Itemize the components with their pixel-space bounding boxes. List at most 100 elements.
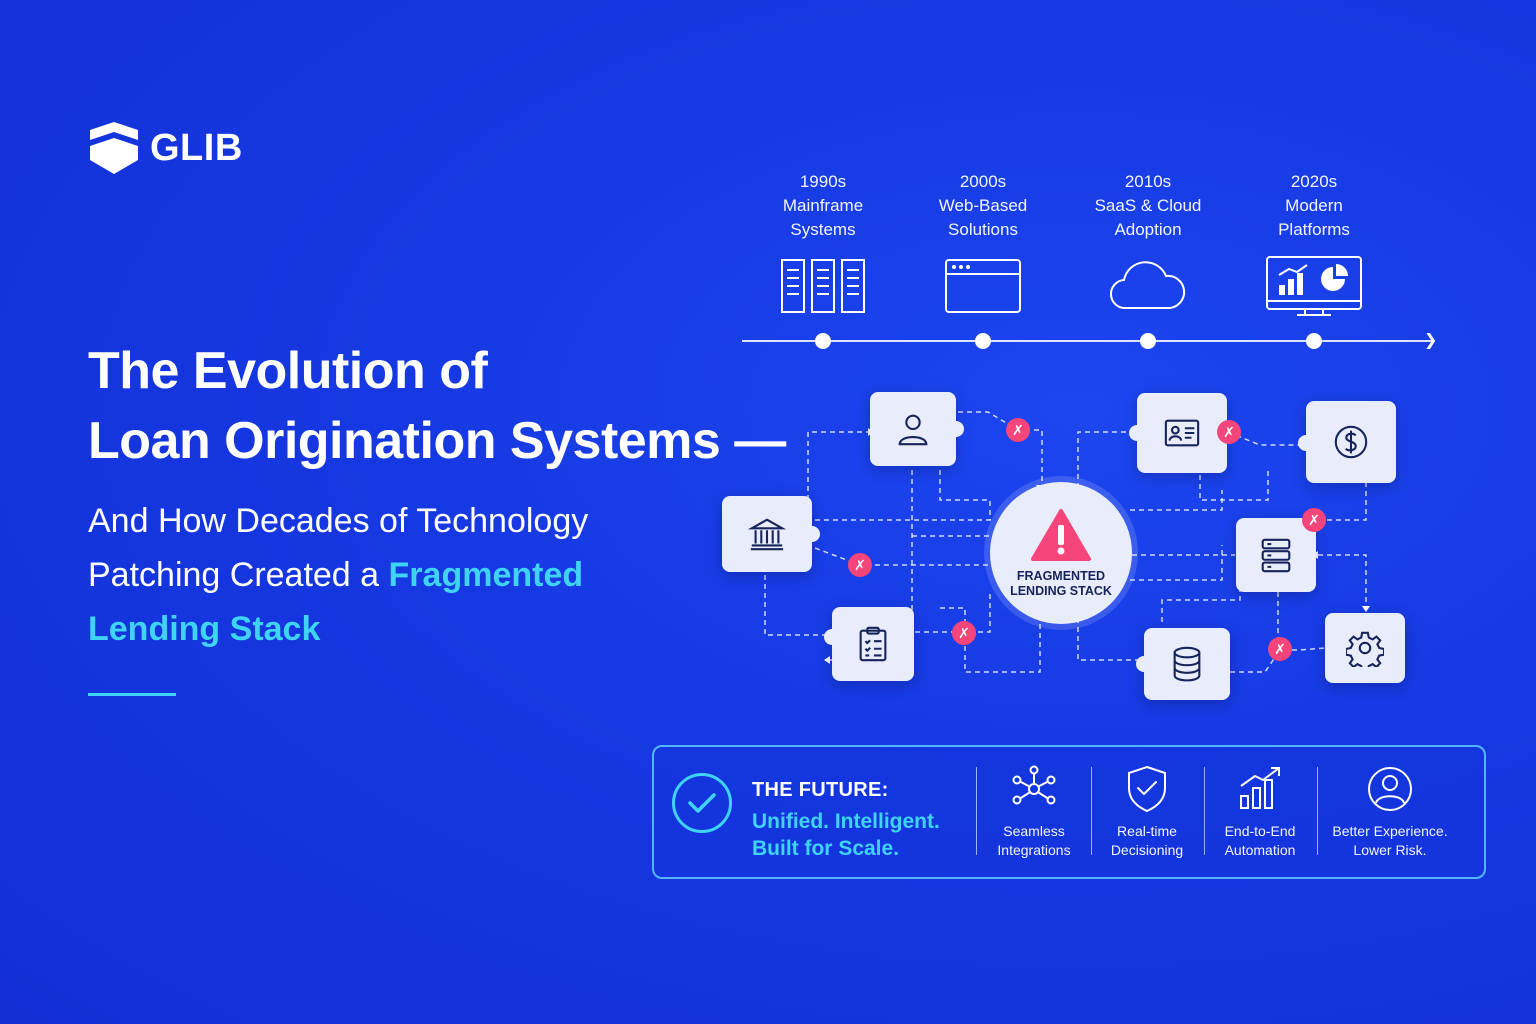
tile-user (870, 392, 964, 466)
server-racks-icon (781, 259, 865, 313)
gear-icon (1346, 631, 1384, 667)
panel-divider (976, 767, 977, 855)
era-label: Mainframe (782, 196, 864, 215)
page-title: The Evolution of Loan Origination System… (88, 336, 786, 476)
clipboard-icon (859, 626, 887, 662)
tile-bank (722, 496, 820, 572)
hub-label-line-1: FRAGMENTED (1016, 569, 1106, 583)
puzzle-knob (824, 629, 840, 645)
subtitle-line-2: Patching Created a Fragmented (88, 548, 588, 602)
hub-label-line-2: LENDING STACK (1010, 584, 1112, 598)
puzzle-knob (1298, 435, 1314, 451)
shield-check-icon (1128, 765, 1166, 813)
panel-divider (1091, 767, 1092, 855)
puzzle-knob (948, 421, 964, 437)
future-heading: THE FUTURE: (752, 779, 889, 801)
era-label: Modern (1285, 196, 1343, 215)
user-circle-icon (1368, 767, 1412, 811)
timeline-dot (975, 333, 991, 349)
broken-link-icon: ✗ (952, 621, 976, 645)
subtitle-line-1: And How Decades of Technology (88, 502, 589, 540)
era-label: Web-Based (938, 196, 1028, 215)
feature-label-line-2: Decisioning (1110, 842, 1184, 858)
future-tagline: Unified. Intelligent. Built for Scale. (752, 808, 940, 862)
feature-label-line-1: Seamless (1003, 823, 1065, 839)
feature-label-line-2: Integrations (997, 842, 1071, 858)
shield-logo-icon (90, 122, 138, 174)
era-label: Adoption (1114, 220, 1182, 239)
era-2010s: 2010s SaaS & Cloud Adoption (1068, 170, 1228, 242)
panel-divider (1317, 767, 1318, 855)
feature-label-line-1: Better Experience. (1332, 823, 1448, 839)
feature-label-line-2: Lower Risk. (1353, 842, 1427, 858)
cloud-icon (1109, 261, 1186, 310)
era-decade: 2010s (1124, 172, 1172, 191)
era-label: Platforms (1278, 220, 1350, 239)
subtitle-prefix: Patching Created a (88, 556, 389, 594)
database-icon (1173, 646, 1201, 682)
broken-link-icon: ✗ (1217, 420, 1241, 444)
accent-divider (88, 693, 176, 696)
future-panel (652, 745, 1486, 879)
title-line-1: The Evolution of (88, 342, 488, 400)
dashboard-icon (1266, 256, 1362, 316)
tile-dollar (1298, 401, 1396, 483)
network-icon (1012, 765, 1056, 805)
era-label: SaaS & Cloud (1094, 196, 1202, 215)
feature-better-experience: Better Experience. Lower Risk. (1325, 764, 1455, 860)
feature-label-line-2: Automation (1224, 842, 1296, 858)
era-2020s: 2020s Modern Platforms (1234, 170, 1394, 242)
feature-label: End-to-End Automation (1195, 822, 1325, 860)
tile-gear (1325, 613, 1405, 683)
tile-database (1136, 628, 1230, 700)
timeline-dot (815, 333, 831, 349)
browser-window-icon (945, 259, 1021, 313)
subtitle-highlight-2: Lending Stack (88, 610, 321, 648)
era-label: Systems (790, 220, 856, 239)
brand-logo: GLIB (88, 120, 243, 176)
user-icon (898, 414, 928, 446)
tile-clipboard (824, 607, 914, 681)
era-1990s: 1990s Mainframe Systems (743, 170, 903, 242)
bank-icon (748, 518, 786, 551)
era-decade: 1990s (799, 172, 847, 191)
puzzle-knob (1129, 425, 1145, 441)
page-subtitle: And How Decades of Technology Patching C… (88, 494, 588, 656)
era-2000s: 2000s Web-Based Solutions (903, 170, 1063, 242)
era-label: Solutions (948, 220, 1018, 239)
subtitle-highlight-1: Fragmented (388, 556, 584, 594)
warning-icon (1031, 509, 1091, 561)
server-icon (1261, 538, 1291, 573)
dollar-icon (1334, 425, 1368, 459)
timeline-arrow-icon: ❯ (1424, 332, 1438, 349)
hub-label: FRAGMENTED LENDING STACK (1010, 569, 1112, 599)
title-line-2: Loan Origination Systems — (88, 412, 786, 470)
feature-real-time-decisioning: Real-time Decisioning (1082, 764, 1212, 860)
feature-label: Real-time Decisioning (1082, 822, 1212, 860)
feature-seamless-integrations: Seamless Integrations (969, 764, 1099, 860)
tile-server (1236, 518, 1316, 592)
growth-chart-icon (1240, 767, 1280, 809)
feature-label-line-1: Real-time (1117, 823, 1177, 839)
check-circle-icon (672, 773, 732, 833)
broken-link-icon: ✗ (1302, 508, 1326, 532)
broken-link-icon: ✗ (848, 553, 872, 577)
puzzle-knob (1136, 656, 1152, 672)
fragmented-stack-hub: FRAGMENTED LENDING STACK (990, 482, 1132, 624)
broken-link-icon: ✗ (1268, 637, 1292, 661)
timeline-axis (742, 340, 1432, 342)
broken-link-icon: ✗ (1006, 418, 1030, 442)
timeline-dot (1306, 333, 1322, 349)
timeline-dot (1140, 333, 1156, 349)
era-decade: 2000s (959, 172, 1007, 191)
puzzle-knob (804, 526, 820, 542)
future-tagline-line-1: Unified. Intelligent. (752, 810, 940, 833)
panel-divider (1204, 767, 1205, 855)
id-card-icon (1164, 419, 1200, 447)
brand-name: GLIB (150, 126, 243, 169)
feature-label: Seamless Integrations (969, 822, 1099, 860)
era-decade: 2020s (1290, 172, 1338, 191)
future-tagline-line-2: Built for Scale. (752, 837, 900, 860)
tile-id-card (1129, 393, 1227, 473)
feature-end-to-end-automation: End-to-End Automation (1195, 764, 1325, 860)
